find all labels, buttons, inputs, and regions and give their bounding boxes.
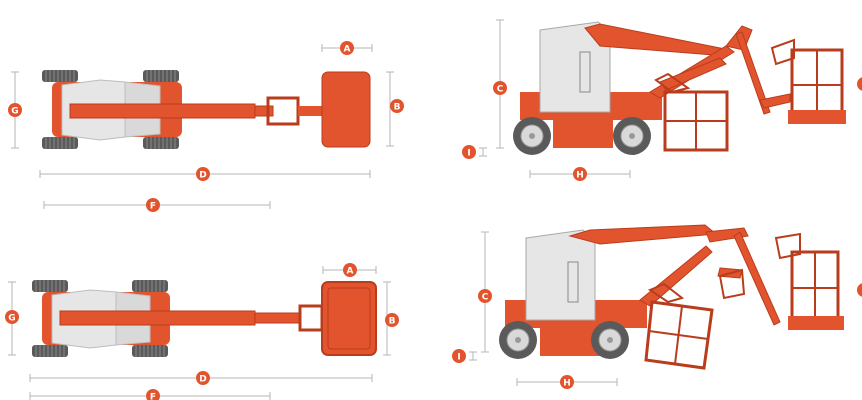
dimension-label-f: F bbox=[146, 389, 160, 400]
dimension-label-c: C bbox=[478, 289, 492, 303]
dimension-label-h: H bbox=[573, 167, 587, 181]
svg-text:C: C bbox=[497, 85, 504, 95]
svg-text:I: I bbox=[467, 149, 470, 159]
cropped-label-right bbox=[857, 77, 862, 91]
dimension-label-g: G bbox=[5, 310, 19, 324]
side-view-machine bbox=[513, 21, 846, 155]
svg-text:A: A bbox=[344, 45, 351, 55]
svg-text:I: I bbox=[457, 353, 460, 363]
svg-text:A: A bbox=[347, 267, 354, 277]
svg-text:G: G bbox=[11, 107, 18, 117]
dimension-label-i: I bbox=[452, 349, 466, 363]
dimension-label-b: B bbox=[385, 313, 399, 327]
svg-text:B: B bbox=[389, 317, 396, 327]
side-view-machine bbox=[499, 224, 844, 370]
dimension-label-i: I bbox=[462, 145, 476, 159]
svg-text:C: C bbox=[482, 293, 489, 303]
side-view-upper: C I H bbox=[462, 19, 862, 181]
dimension-label-g: G bbox=[8, 103, 22, 117]
dimension-label-a: A bbox=[340, 41, 354, 55]
svg-text:D: D bbox=[199, 375, 206, 385]
svg-text:F: F bbox=[150, 393, 156, 400]
dimension-label-b: B bbox=[390, 99, 404, 113]
side-view-lower: C I H bbox=[452, 224, 862, 389]
svg-text:F: F bbox=[150, 202, 156, 212]
top-view-upper: A B G D F bbox=[8, 41, 404, 212]
dimension-label-c: C bbox=[493, 81, 507, 95]
svg-text:G: G bbox=[8, 314, 15, 324]
svg-text:H: H bbox=[563, 379, 571, 389]
cropped-label-right bbox=[857, 283, 862, 297]
dimension-label-d: D bbox=[196, 371, 210, 385]
top-view-machine bbox=[41, 69, 371, 150]
dimension-label-h: H bbox=[560, 375, 574, 389]
svg-text:B: B bbox=[394, 103, 401, 113]
svg-text:H: H bbox=[576, 171, 584, 181]
dimension-label-f: F bbox=[146, 198, 160, 212]
top-view-machine bbox=[31, 279, 377, 358]
svg-text:D: D bbox=[199, 171, 206, 181]
top-view-lower: A B G D F bbox=[5, 263, 399, 400]
dimension-label-d: D bbox=[196, 167, 210, 181]
dimension-label-a: A bbox=[343, 263, 357, 277]
